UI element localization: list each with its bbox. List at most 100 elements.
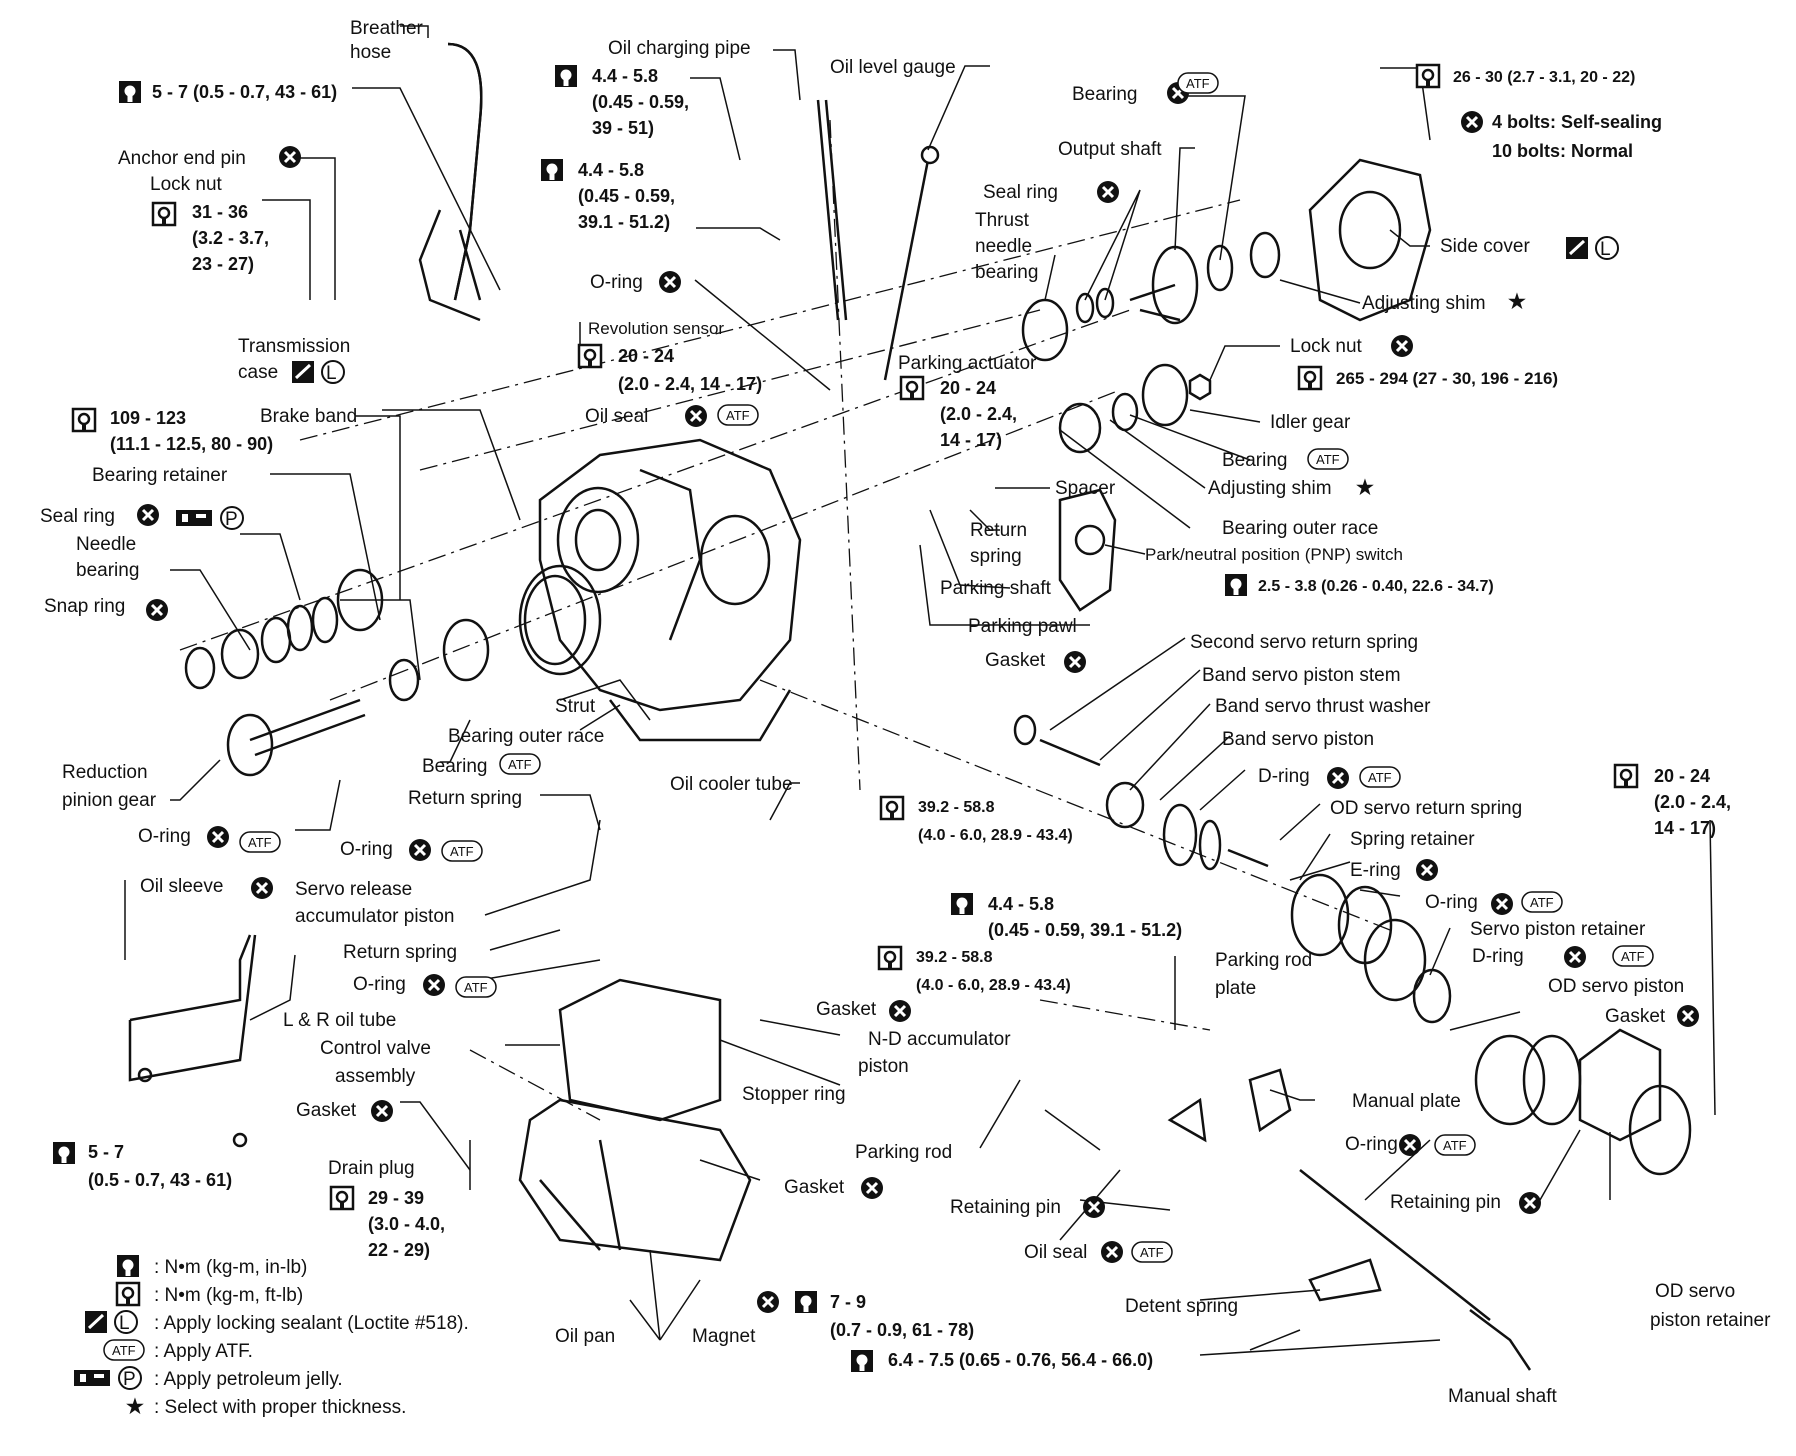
label-o-ring-mid: O-ring [340, 839, 393, 860]
torque-drain-plug-3: 22 - 29) [368, 1240, 430, 1260]
label-brake-band: Brake band [260, 406, 357, 427]
replace-icon [755, 1289, 781, 1315]
legend-loctite-letter: L [119, 1313, 130, 1334]
replace-icon [657, 269, 683, 295]
loctite-letter: L [326, 363, 337, 384]
label-o-ring-bottom-right: O-ring [1345, 1134, 1398, 1155]
label-thrust-1: Thrust [975, 210, 1030, 231]
torque-od-retainer-2: (2.0 - 2.4, [1654, 792, 1731, 812]
svg-text:ATF: ATF [1621, 949, 1645, 964]
label-reduction-pinion-1: Reduction [62, 762, 148, 783]
torque-cooler2-1: 39.2 - 58.8 [916, 949, 993, 966]
leader-lines [124, 25, 1716, 1356]
label-side-cover: Side cover [1440, 236, 1530, 257]
label-gasket-mid2: Gasket [816, 999, 877, 1020]
label-servo-release-1: Servo release [295, 879, 412, 900]
wrench-ftlb-icon [899, 375, 925, 401]
atf-icon: ATF [441, 840, 483, 862]
torque-case-2: (11.1 - 12.5, 80 - 90) [110, 434, 273, 454]
label-bearing-retainer: Bearing retainer [92, 465, 228, 486]
label-oil-charging-pipe: Oil charging pipe [608, 38, 751, 59]
torque-od-retainer-1: 20 - 24 [1654, 766, 1710, 786]
label-oil-seal-bottom: Oil seal [1024, 1242, 1087, 1263]
label-control-valve-2: assembly [335, 1066, 416, 1087]
label-bearing-outer-race-right: Bearing outer race [1222, 518, 1378, 539]
torque-cooler2-2: (4.0 - 6.0, 28.9 - 43.4) [916, 977, 1071, 994]
replace-icon [249, 875, 275, 901]
labels: Breather hose Oil charging pipe Oil leve… [40, 18, 1771, 1407]
wrench-icon [795, 1291, 817, 1313]
label-band-servo-thrust-washer: Band servo thrust washer [1215, 696, 1431, 717]
svg-text:ATF: ATF [508, 757, 532, 772]
servo-parts [1013, 714, 1692, 1176]
replace-icon [277, 144, 303, 170]
torque-rev-sensor-1: 20 - 24 [618, 346, 674, 366]
label-transmission-case-1: Transmission [238, 336, 350, 357]
label-breather-hose-1: Breather [350, 18, 424, 39]
replace-icon [683, 403, 709, 429]
label-spacer: Spacer [1055, 478, 1116, 499]
label-adjusting-shim-top: Adjusting shim [1362, 293, 1486, 314]
label-d-ring-right: D-ring [1472, 946, 1524, 967]
label-lock-nut-left: Lock nut [150, 174, 223, 195]
label-band-servo-piston-stem: Band servo piston stem [1202, 665, 1401, 686]
torque-parking-actuator-3: 14 - 17) [940, 430, 1002, 450]
torque-oil-tube-2: (0.5 - 0.7, 43 - 61) [88, 1170, 232, 1190]
label-band-servo-piston: Band servo piston [1222, 729, 1374, 750]
label-gasket-left: Gasket [296, 1100, 357, 1121]
replace-icon [1489, 891, 1515, 917]
replace-icon [369, 1098, 395, 1124]
loctite-icon [321, 360, 345, 384]
label-parking-pawl: Parking pawl [968, 616, 1077, 637]
label-oil-sleeve: Oil sleeve [140, 876, 223, 897]
wrench-icon [851, 1350, 873, 1372]
label-transmission-case-2: case [238, 362, 278, 383]
torque-side-cover: 26 - 30 (2.7 - 3.1, 20 - 22) [1453, 69, 1635, 86]
legend-jelly-p-icon [118, 1366, 142, 1390]
replace-icon [1459, 109, 1485, 135]
left-shaft-parts [184, 564, 602, 777]
wrench-ftlb-icon [1415, 63, 1441, 89]
label-detent-spring: Detent spring [1125, 1296, 1238, 1317]
torque-charging-pipe-2: (0.45 - 0.59, [592, 92, 689, 112]
label-strut: Strut [555, 696, 596, 717]
label-bearing-mid: Bearing [422, 756, 488, 777]
label-seal-ring-top: Seal ring [983, 182, 1058, 203]
torque-rev-sensor-2: (2.0 - 2.4, 14 - 17) [618, 374, 762, 394]
label-gasket-right: Gasket [1605, 1006, 1666, 1027]
replace-icon [144, 597, 170, 623]
torque-od-retainer-3: 14 - 17) [1654, 818, 1716, 838]
loctite-letter: L [1600, 239, 1611, 260]
label-retaining-pin-left: Retaining pin [950, 1197, 1061, 1218]
replace-icon [887, 998, 913, 1024]
replace-icon [421, 972, 447, 998]
wrench-icon [541, 159, 563, 181]
torque-cooler-mid-1: 4.4 - 5.8 [988, 894, 1054, 914]
replace-icon [1095, 179, 1121, 205]
petroleum-jelly-icon [176, 510, 212, 526]
label-magnet: Magnet [692, 1326, 756, 1347]
torque-lock-nut-right: 265 - 294 (27 - 30, 196 - 216) [1336, 369, 1558, 388]
torque-cooler-mid-2: (0.45 - 0.59, 39.1 - 51.2) [988, 920, 1182, 940]
svg-text:ATF: ATF [112, 1343, 136, 1358]
wrench-icon [951, 893, 973, 915]
label-od-servo-retainer-2: piston retainer [1650, 1310, 1771, 1331]
torque-case-1: 109 - 123 [110, 408, 186, 428]
replace-icon [1675, 1003, 1701, 1029]
svg-text:ATF: ATF [1368, 770, 1392, 785]
jelly-p-letter: P [225, 509, 238, 530]
sealant-icon [1564, 235, 1590, 261]
label-thrust-2: needle [975, 236, 1032, 257]
label-o-ring-lower: O-ring [353, 974, 406, 995]
label-servo-release-2: accumulator piston [295, 906, 454, 927]
label-d-ring-top: D-ring [1258, 766, 1310, 787]
replace-icon [1062, 649, 1088, 675]
label-oil-seal-top: Oil seal [585, 406, 648, 427]
legend-star-icon: ★ [126, 1396, 144, 1418]
legend-atf-icon: ATF [103, 1339, 145, 1361]
svg-text:ATF: ATF [726, 408, 750, 423]
atf-icon: ATF [1359, 766, 1401, 788]
wrench-ftlb-icon [879, 795, 905, 821]
label-bearing-top: Bearing [1072, 84, 1138, 105]
label-od-servo-piston: OD servo piston [1548, 976, 1684, 997]
